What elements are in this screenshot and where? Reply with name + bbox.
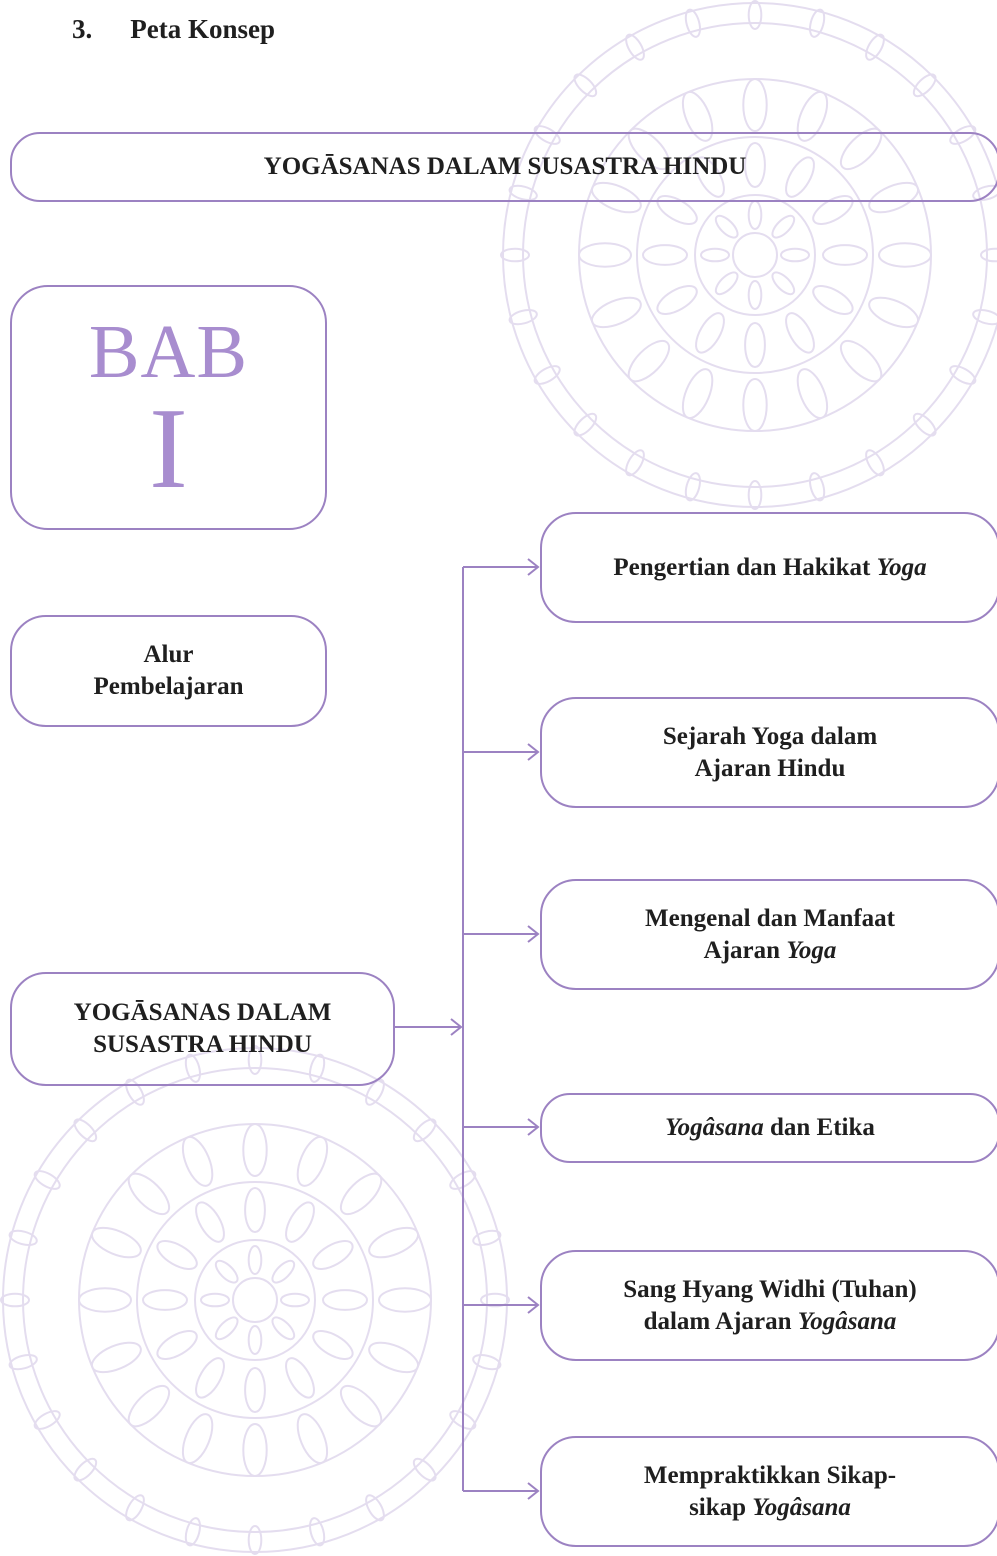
topic-5-italic: Yogâsana [797, 1307, 897, 1335]
learning-flow-box: Alur Pembelajaran [10, 615, 327, 727]
section-title: Peta Konsep [130, 14, 275, 44]
topic-1-plain: Pengertian dan Hakikat [613, 553, 877, 581]
topic-5-line1: Sang Hyang Widhi (Tuhan) [623, 1275, 917, 1303]
topic-4-italic: Yogâsana [665, 1114, 764, 1141]
topic-6-line1: Mempraktikkan Sikap- [643, 1461, 897, 1489]
topic-node-6: Mempraktikkan Sikap- sikap Yogâsana [540, 1436, 997, 1547]
topic-3-line1: Mengenal dan Manfaat [645, 904, 895, 932]
topic-4-text: Yogâsana dan Etika [665, 1112, 875, 1144]
chapter-title-text: YOGĀSANAS DALAM SUSASTRA HINDU [263, 153, 747, 180]
topic-4-plain: dan Etika [763, 1114, 875, 1141]
chapter-title-banner: YOGĀSANAS DALAM SUSASTRA HINDU [10, 132, 997, 202]
topic-3-line2: Ajaran Yoga [704, 935, 837, 967]
topic-node-1: Pengertian dan Hakikat Yoga [540, 512, 997, 623]
topic-1-text: Pengertian dan Hakikat Yoga [613, 552, 926, 584]
root-node-line1: YOGĀSANAS DALAM [73, 999, 332, 1026]
topic-5-line2: dalam Ajaran Yogâsana [644, 1306, 897, 1338]
learning-flow-line1: Alur [143, 641, 194, 668]
topic-6-plain: sikap [689, 1493, 753, 1521]
topic-node-5: Sang Hyang Widhi (Tuhan) dalam Ajaran Yo… [540, 1250, 997, 1361]
topic-node-4: Yogâsana dan Etika [540, 1093, 997, 1163]
learning-flow-line2: Pembelajaran [93, 673, 244, 700]
topic-2-line2: Ajaran Hindu [694, 754, 846, 782]
topic-2-line1: Sejarah Yoga dalam [662, 722, 878, 750]
chapter-number-box: BAB I [10, 285, 327, 530]
topic-1-italic: Yoga [876, 553, 927, 581]
topic-5-plain: dalam Ajaran [643, 1307, 798, 1335]
section-heading: 3. Peta Konsep [72, 14, 275, 45]
topic-3-plain: Ajaran [703, 936, 787, 964]
topic-node-3: Mengenal dan Manfaat Ajaran Yoga [540, 879, 997, 990]
topic-3-italic: Yoga [786, 936, 837, 964]
root-node-line2: SUSASTRA HINDU [93, 1031, 312, 1058]
topic-6-italic: Yogâsana [752, 1493, 851, 1521]
bab-label: BAB [88, 309, 249, 394]
topic-node-2: Sejarah Yoga dalam Ajaran Hindu [540, 697, 997, 808]
section-number: 3. [72, 14, 93, 44]
bab-number: I [149, 384, 188, 513]
root-node: YOGĀSANAS DALAM SUSASTRA HINDU [10, 972, 395, 1086]
topic-6-line2: sikap Yogâsana [689, 1492, 851, 1524]
